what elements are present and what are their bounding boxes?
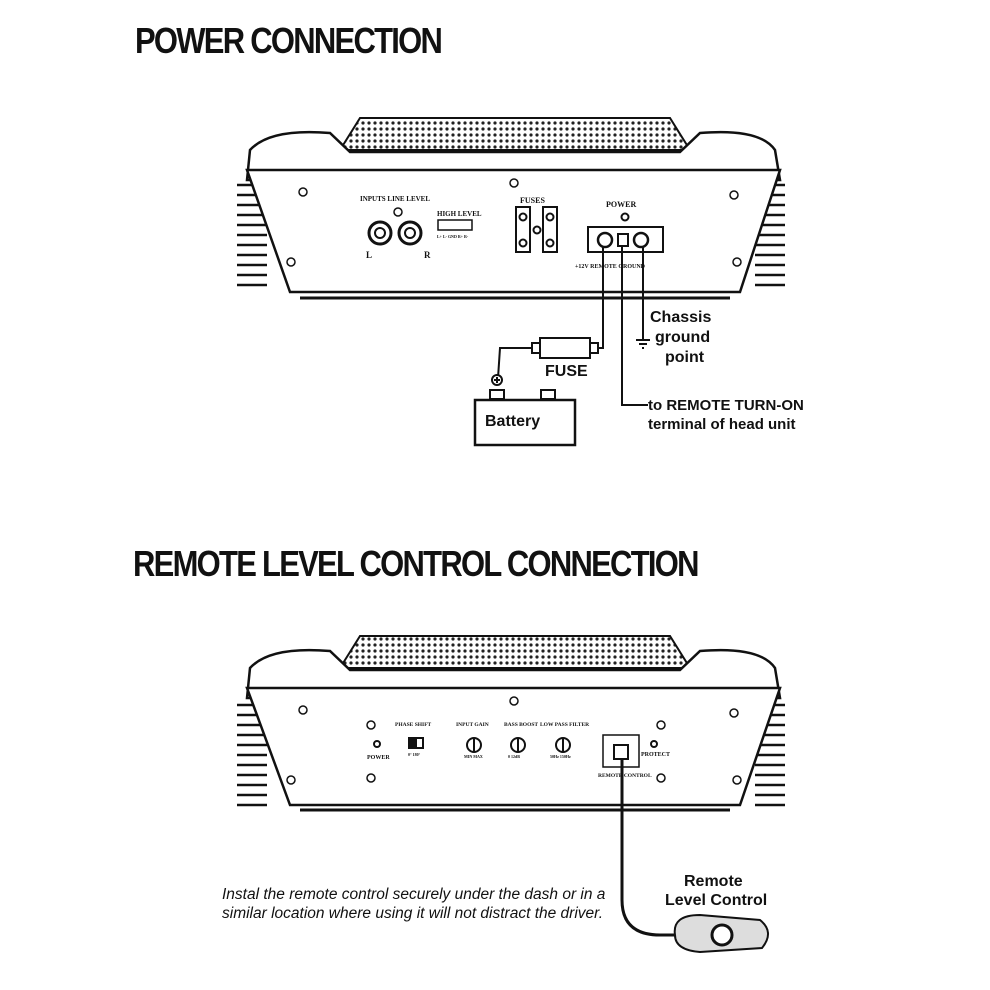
power-label: POWER — [606, 200, 636, 209]
high-level-label: HIGH LEVEL — [437, 210, 482, 218]
protect-label: PROTECT — [641, 752, 670, 758]
chassis-ground-label-3: point — [665, 349, 705, 366]
phase-shift-label: PHASE SHIFT — [395, 722, 432, 728]
low-pass-filter-label: LOW PASS FILTER — [540, 722, 590, 728]
remote-level-control-title: REMOTE LEVEL CONTROL CONNECTION — [133, 543, 699, 584]
terminals-label: +12V REMOTE GROUND — [575, 264, 646, 270]
inputs-line-level-label: INPUTS LINE LEVEL — [360, 195, 430, 203]
fuses-label: FUSES — [520, 196, 545, 205]
remote-level-control-label-2: Level Control — [665, 892, 768, 909]
installation-note: Instal the remote control securely under… — [222, 886, 606, 922]
power-wiring — [473, 247, 650, 447]
remote-level-control-label-1: Remote — [684, 873, 743, 890]
battery-label: Battery — [485, 413, 541, 430]
remote-turn-on-label-2: terminal of head unit — [648, 416, 796, 433]
boost-range: 0 12dB — [508, 754, 520, 759]
chassis-ground-label-2: ground — [655, 329, 711, 346]
remote-turn-on-label-1: to REMOTE TURN-ON — [648, 397, 804, 414]
amplifier-front-remote — [237, 635, 785, 954]
amplifier-top — [237, 117, 785, 300]
input-gain-label: INPUT GAIN — [456, 722, 489, 728]
power-connection-title: POWER CONNECTION — [135, 20, 443, 61]
phase-range: 0° 180° — [408, 752, 421, 757]
power-indicator-label: POWER — [367, 755, 390, 761]
left-label: L — [366, 250, 372, 260]
remote-control-label: REMOTE CONTROL — [598, 773, 652, 779]
filter-range: 50Hz 150Hz — [550, 754, 571, 759]
gain-range: MIN MAX — [464, 754, 483, 759]
right-label: R — [424, 250, 431, 260]
fuse-label: FUSE — [545, 363, 588, 380]
bass-boost-label: BASS BOOST — [504, 722, 538, 728]
chassis-ground-label-1: Chassis — [650, 309, 712, 326]
high-level-pins: L+ L- GND R+ R- — [437, 234, 469, 239]
